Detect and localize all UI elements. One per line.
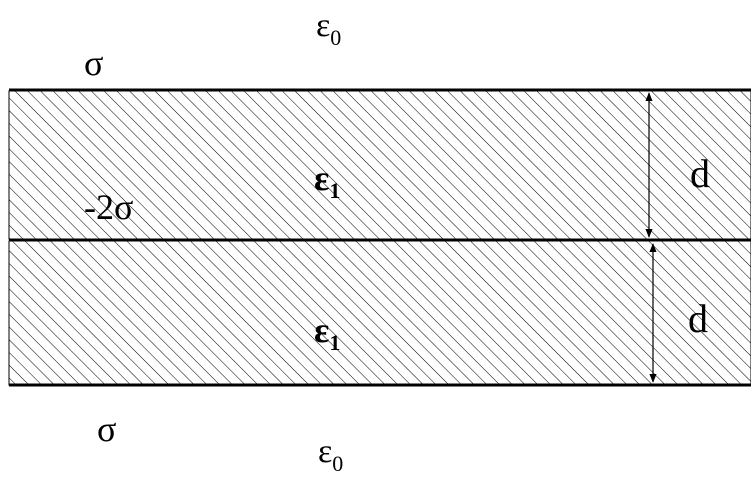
top-region-permittivity: ε0	[316, 7, 341, 50]
middle-surface-charge: -2σ	[84, 187, 133, 227]
upper-thickness-label: d	[690, 151, 710, 196]
bottom-surface-charge: σ	[97, 409, 116, 449]
lower-dielectric-layer	[8, 240, 751, 386]
top-surface-charge: σ	[84, 43, 103, 83]
upper-layer-permittivity: ε1	[314, 158, 340, 203]
lower-thickness-label: d	[688, 296, 708, 341]
upper-dielectric-layer	[8, 90, 751, 240]
bottom-region-permittivity: ε0	[318, 433, 343, 476]
lower-layer-permittivity: ε1	[314, 310, 340, 355]
